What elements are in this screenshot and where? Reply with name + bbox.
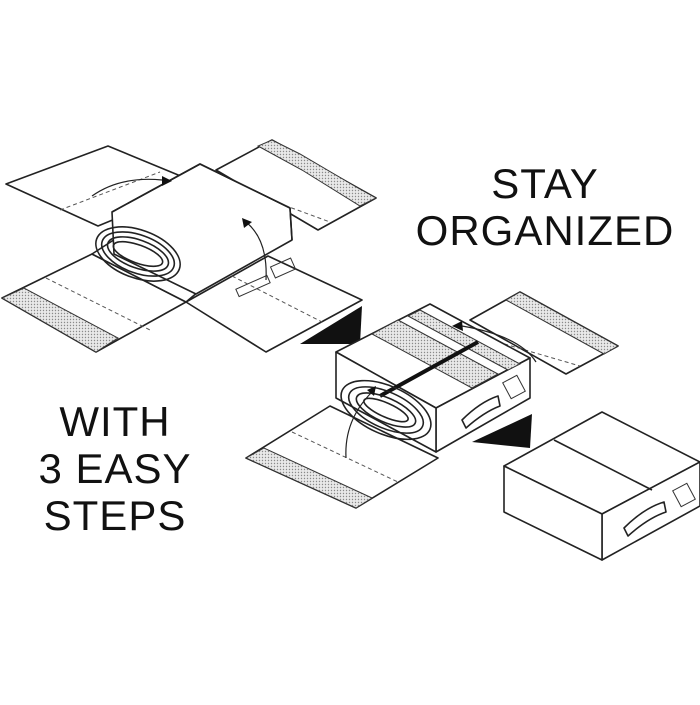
step1-tape-bottom-left (0, 287, 119, 353)
step2-fold-arrow-top (461, 325, 537, 363)
step2-handle (461, 395, 501, 429)
step3-handle (623, 501, 667, 537)
step2-strap (379, 340, 479, 398)
headline-line-1: STAY (491, 160, 599, 207)
step2-tape-bottom (244, 447, 374, 509)
step-2-folding (244, 291, 620, 509)
subline-line-1: WITH (59, 398, 171, 445)
headline-stay-organized: STAY ORGANIZED (395, 160, 695, 254)
step-1-unfolded-organizer (0, 139, 378, 353)
step-arrow-1 (300, 306, 362, 344)
step3-box-side (503, 465, 603, 561)
subline-three-easy-steps: WITH 3 EASY STEPS (10, 398, 220, 539)
step2-tape-right (504, 291, 620, 355)
step1-flap-bottom-right (185, 255, 363, 353)
step1-tape-right (256, 139, 378, 207)
subline-line-2: 3 EASY (38, 445, 192, 493)
step1-rolled-item (95, 163, 293, 295)
step1-fold-arrow-right (245, 221, 267, 281)
step2-fold-arrow-bottom (345, 391, 373, 459)
step-3-closed-box (503, 411, 700, 561)
headline-line-2: ORGANIZED (415, 207, 675, 255)
step-arrow-2 (472, 414, 532, 448)
subline-line-3: STEPS (43, 492, 187, 540)
step1-fold-arrow-left (91, 178, 163, 197)
